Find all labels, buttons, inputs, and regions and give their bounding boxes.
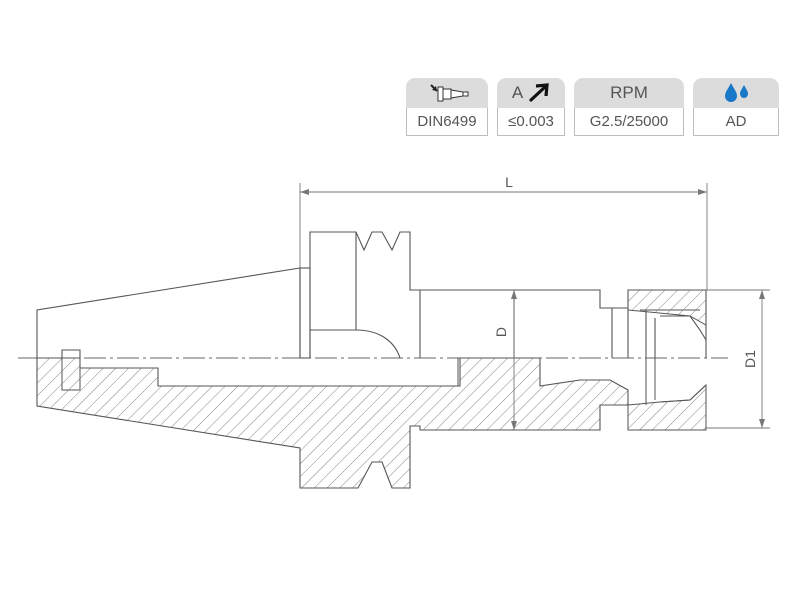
badge-rpm-value: G2.5/25000 <box>574 108 684 136</box>
lower-section-body <box>36 357 629 489</box>
badge-rpm-label: RPM <box>610 83 648 102</box>
badge-rpm-top: RPM <box>574 78 684 108</box>
spec-badges: DIN6499 A ≤0.003 RPM G2.5/25000 AD <box>406 78 779 136</box>
badge-standard: DIN6499 <box>406 78 488 136</box>
nut-lower-lines <box>645 358 707 405</box>
nut-upper-section <box>627 289 707 326</box>
dimension-length <box>299 183 708 290</box>
badge-standard-value: DIN6499 <box>406 108 488 136</box>
dimension-diameter-label: D <box>493 327 509 337</box>
runout-arrow-icon <box>529 83 549 102</box>
lower-bore-lines <box>61 358 459 391</box>
badge-accuracy: A ≤0.003 <box>497 78 565 136</box>
badge-accuracy-top: A <box>497 78 565 108</box>
dimension-diameter <box>511 290 517 430</box>
badge-coolant: AD <box>693 78 779 136</box>
badge-coolant-top <box>693 78 779 108</box>
dimension-diameter1-label: D1 <box>742 350 758 368</box>
badge-standard-top <box>406 78 488 108</box>
badge-coolant-value: AD <box>693 108 779 136</box>
badge-accuracy-label: A <box>511 83 524 102</box>
dimension-diameter1 <box>706 289 770 429</box>
nut-lower-section <box>627 383 707 431</box>
coolant-drops-icon <box>725 83 748 102</box>
din-holder-icon <box>430 84 469 102</box>
badge-accuracy-value: ≤0.003 <box>497 108 565 136</box>
upper-outline <box>36 231 707 359</box>
dimension-length-label: L <box>505 174 513 190</box>
badge-rpm: RPM G2.5/25000 <box>574 78 684 136</box>
